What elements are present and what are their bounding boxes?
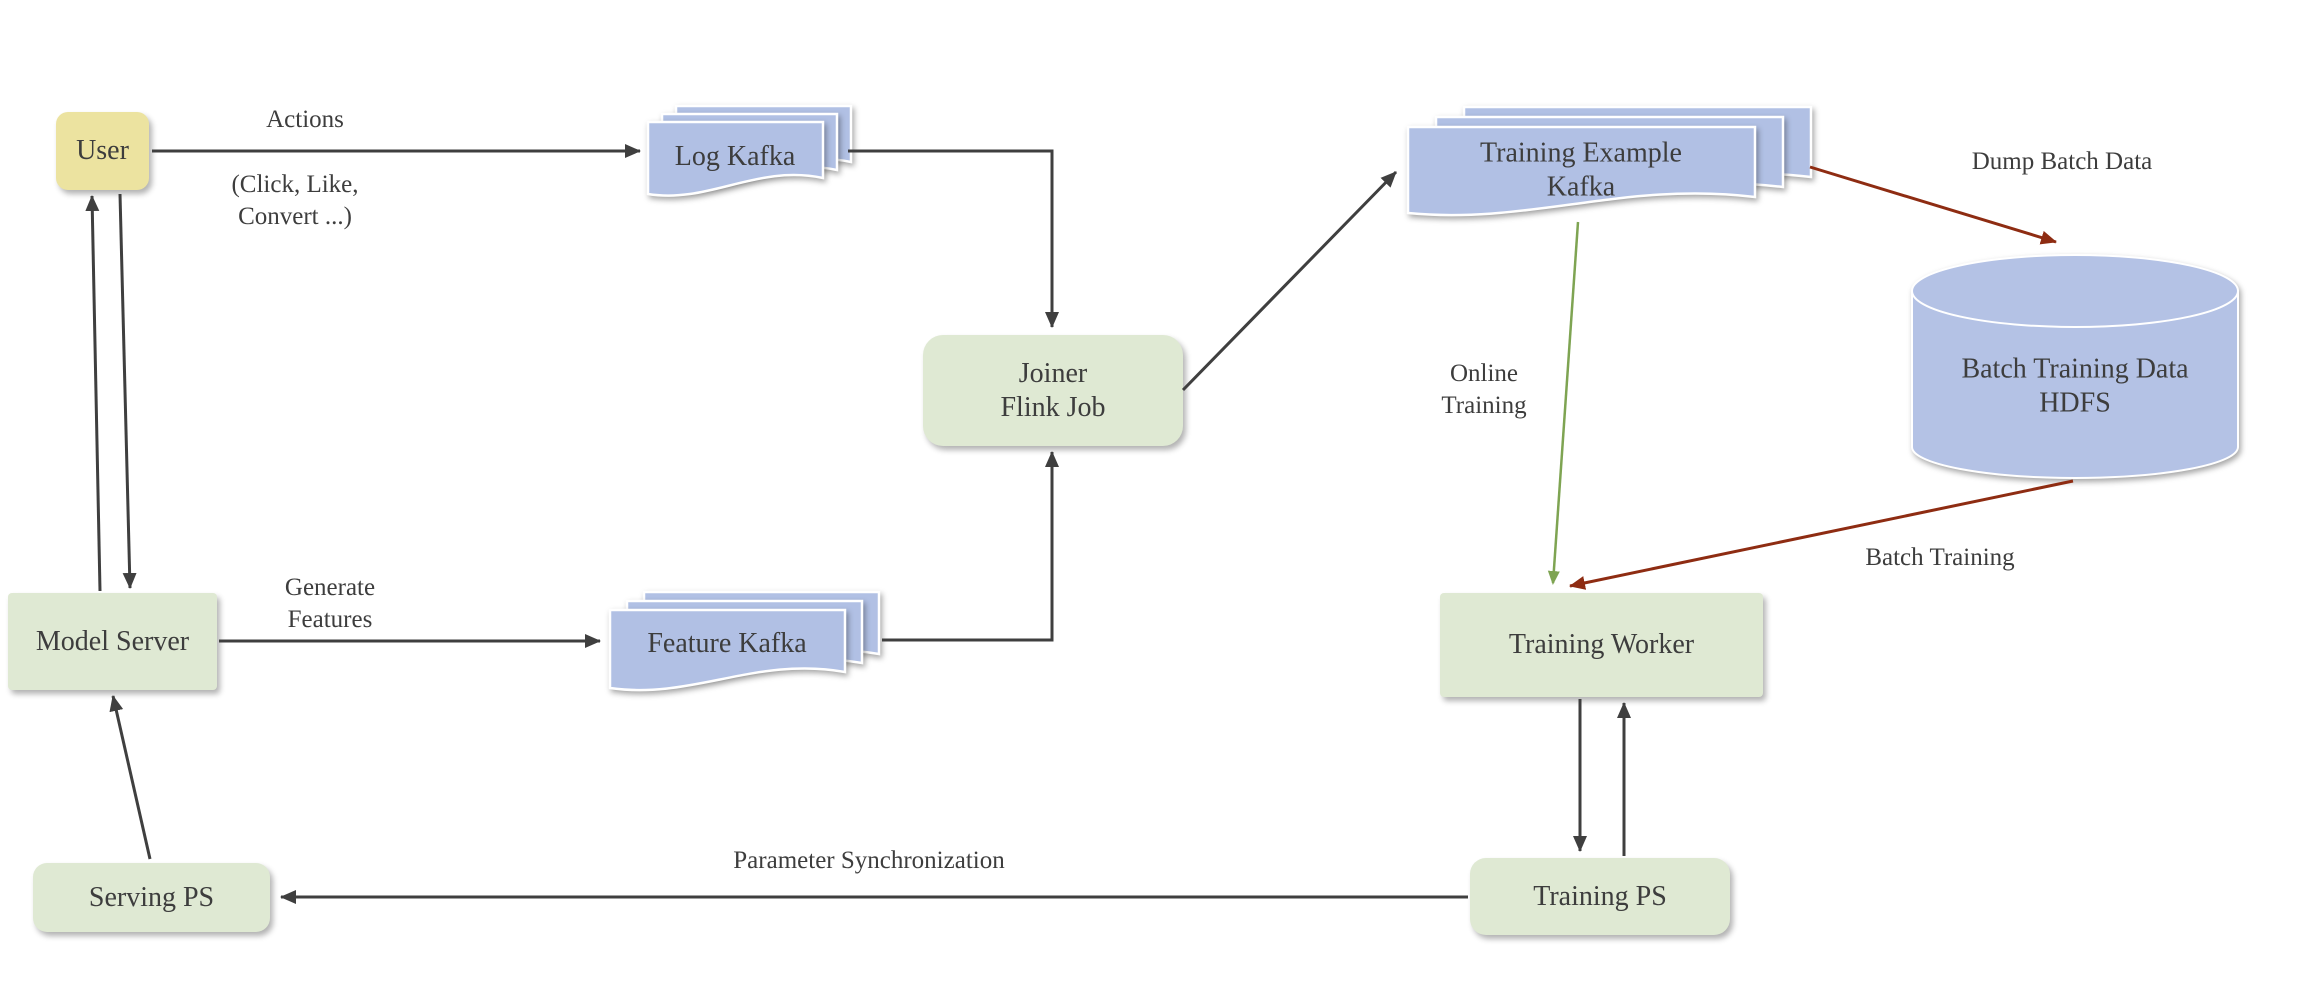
generate-features-label: Generate Features [284,574,376,633]
node-joiner-flink-job: Joiner Flink Job [923,335,1183,446]
edge-user-to-model-server [118,193,137,589]
log-kafka-label: Log Kafka [674,141,796,173]
node-training-worker: Training Worker [1440,593,1763,697]
batch-training-label: Batch Training [1865,544,2015,571]
dump-batch-data-label: Dump Batch Data [1971,148,2153,175]
feature-kafka-label: Feature Kafka [647,628,807,660]
actions-detail-label: (Click, Like, Convert ...) [231,171,359,230]
edge-model-server-to-user [85,195,102,592]
training-example-kafka-label: Training Example Kafka [1480,137,1682,202]
edge-feature-kafka-to-joiner [882,451,1059,642]
node-serving-ps: Serving PS [33,863,270,932]
edge-log-kafka-to-joiner [848,149,1059,328]
parameter-synchronization-label: Parameter Synchronization [733,847,1005,874]
node-model-server-label: Model Server [35,625,190,657]
node-model-server: Model Server [8,593,217,690]
online-training-label: Online Training [1441,360,1527,419]
node-training-ps: Training PS [1470,858,1730,935]
node-training-ps-label: Training PS [1533,880,1667,912]
edge-joiner-to-training-example-kafka [1181,170,1398,392]
node-joiner-flink-job-label: Joiner Flink Job [1000,357,1106,423]
edge-dump-batch-data [1809,165,2057,245]
node-user-label: User [76,135,129,167]
node-user: User [56,112,149,190]
node-serving-ps-label: Serving PS [88,881,215,913]
actions-label: Actions [266,106,344,133]
edge-serving-ps-to-model-server [109,695,152,860]
node-training-worker-label: Training Worker [1508,629,1695,661]
hdfs-label: Batch Training Data HDFS [1961,353,2189,418]
edge-online-training [1547,221,1580,585]
